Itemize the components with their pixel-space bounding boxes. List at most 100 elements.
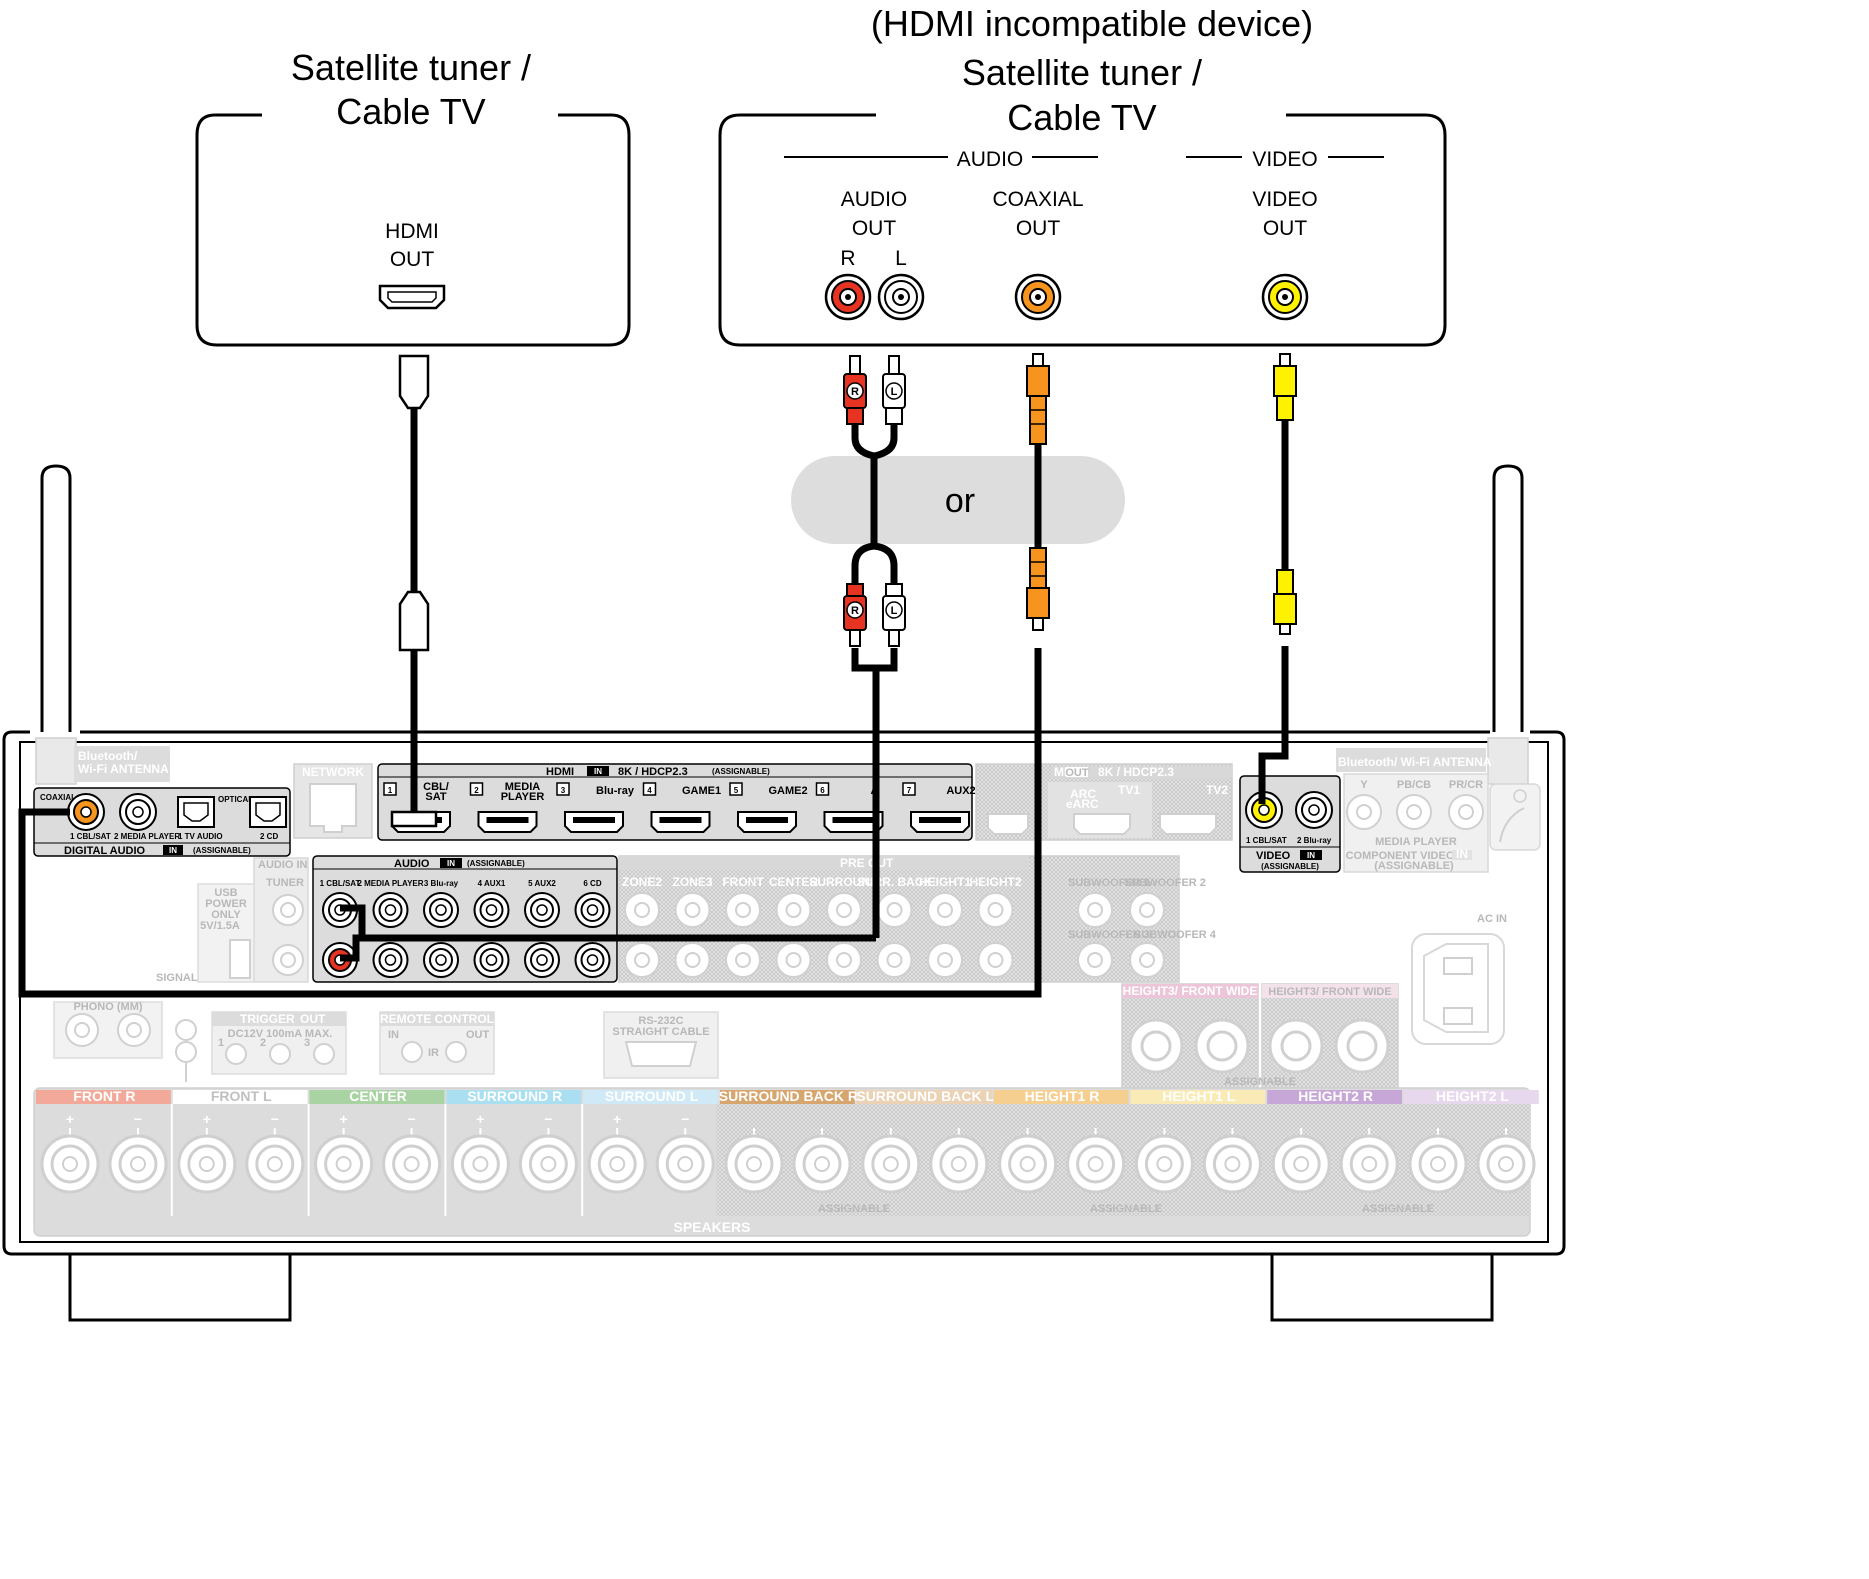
digital-port-1-label: 1 CBL/SAT [70,832,111,841]
coaxial-out-label-line2: OUT [1016,217,1061,240]
pre-out-jack-pin [937,952,953,968]
video-out-jack-icon [1261,273,1309,321]
analog-audio-jack-pin [485,904,498,916]
pre-out-jack-pin [886,952,903,968]
hdmi-in-port-name: PLAYER [501,791,545,803]
usb-label-2: POWER [205,898,247,910]
remote-control-title: REMOTE CONTROL [380,1012,494,1026]
speaker-terminal-pin [266,1156,283,1172]
subwoofer-jack-pin [1087,902,1103,918]
right-device-title-line1: Satellite tuner / [962,52,1202,93]
pre-out-jack-pin [836,952,852,968]
speaker-group-label: HEIGHT2 L [1436,1088,1510,1104]
speaker-terminal-pin [1087,1156,1104,1172]
minus-terminal-icon: − [134,1111,142,1127]
pre-out-label: FRONT [722,875,764,889]
digital-port-4-label: 2 CD [260,832,278,841]
top-plug-l-icon: L [882,355,906,425]
analog-audio-port-label: 3 Blu-ray [424,879,459,888]
rs232c-sub: STRAIGHT CABLE [612,1026,709,1038]
digital-audio-title: DIGITAL AUDIO [64,845,146,857]
minus-terminal-icon: − [271,1111,279,1127]
subwoofer-jack-pin [1139,902,1155,918]
pre-out-jack-pin [684,902,701,918]
speaker-terminal-pin [1224,1156,1241,1172]
speaker-group-label: FRONT L [211,1088,272,1104]
trigger-port-1: 1 [218,1037,224,1049]
video-in-port-2-label: 2 Blu-ray [1297,836,1332,845]
analog-audio-jack-pin [586,904,599,916]
usb-port-ghost: USB POWER ONLY 5V/1.5A [197,883,255,983]
tuner-audio-in-ghost: AUDIO IN TUNER [253,857,309,983]
bottom-plug-l-label: L [891,605,898,617]
pre-out-jack-pin [836,902,852,918]
digital-audio-in-badge: IN [169,846,177,855]
speaker-terminal-pin [540,1156,557,1172]
speaker-group-header [583,1090,718,1104]
remote-in-label: IN [388,1029,399,1041]
subwoofer-2-label: SUBWOOFER 2 [1124,877,1206,889]
speakers-panel: FRONT R+−FRONT L+−CENTER+−SURROUND R+−SU… [33,1087,1539,1237]
hdmi-in-port-name: MEDIA [505,781,541,793]
hdmi-out-panel: MI OUT 8K / HDCP2.3 ARC eARC TV1 TV2 [975,763,1233,841]
right-device: (HDMI incompatible device) Satellite tun… [718,3,1447,347]
speakers-title: SPEAKERS [673,1219,750,1235]
hdmi-in-port-num: 6 [820,786,825,795]
minus-terminal-icon: − [544,1111,552,1127]
component-pb-label: PB/CB [1397,779,1431,791]
plus-terminal-icon: + [476,1111,484,1127]
left-device: Satellite tuner / Cable TV HDMI OUT [195,47,631,347]
hdmi-in-port-num-box [729,782,743,796]
hdmi-out-spec: 8K / HDCP2.3 [1098,765,1174,779]
hdmi-in-port-num-box [902,782,916,796]
trigger-spec: DC12V 100mA MAX. [228,1028,333,1040]
pre-out-jack-pin [987,902,1004,918]
speaker-group-label: HEIGHT1 R [1025,1088,1100,1104]
speaker-assignable-label: ASSIGNABLE [1362,1203,1434,1215]
receiver-foot-left [60,1252,300,1322]
speaker-terminal-pin [950,1156,967,1172]
speaker-terminal-pin [1498,1156,1514,1172]
video-cable [1258,353,1297,804]
video-in-badge: IN [1307,851,1315,860]
pre-out-jack-pin [634,902,650,918]
hdmi-in-port-num-box [642,782,657,796]
analog-audio-jack-pin [485,954,498,966]
hdmi-in-jack-slot [486,817,529,823]
video-out-label-line1: VIDEO [1252,188,1317,211]
ac-in-ghost: AC IN [1411,913,1507,1045]
plus-terminal-icon: + [340,1111,348,1127]
audio-out-label-line2: OUT [852,217,897,240]
phono-ghost: PHONO (MM) [53,1001,197,1082]
pre-out-label: ZONE2 [622,875,662,889]
hdmi-out-title: MI [1054,765,1067,779]
analog-audio-jack-pin [536,904,548,916]
pre-out-label: ZONE3 [672,875,712,889]
or-bubble: or [791,456,1125,544]
pre-out-jack-pin [937,902,953,918]
hdmi-in-port-name: Blu-ray [596,785,635,797]
bt-antenna-right-label: Bluetooth/ Wi-Fi ANTENNA [1338,755,1492,769]
usb-label-1: USB [214,887,237,899]
coaxial-cable [18,353,1050,998]
hdmi-cable [390,354,438,828]
plus-terminal-icon: + [613,1111,621,1127]
hdmi-in-jack-slot [832,817,875,823]
subwoofer-3-label: SUBWOOFER 3 [1068,929,1150,941]
speaker-terminal-pin [1361,1156,1378,1172]
height3-front-wide-l-label: HEIGHT3/ FRONT WIDE [1268,986,1391,998]
speaker-terminal-pin [335,1156,352,1172]
pre-out-label: HEIGHT1 [919,875,971,889]
hdmi-in-port-name: GAME1 [682,785,721,797]
speaker-terminal-pin [62,1156,78,1172]
network-label: NETWORK [302,765,364,779]
hdmi-in-spec: 8K / HDCP2.3 [618,766,688,778]
bottom-plug-r-icon: R [843,583,867,647]
or-label: or [945,482,975,520]
analog-audio-jack-pin [435,954,447,966]
video-in-panel: 1 CBL/SAT 2 Blu-ray VIDEO IN (ASSIGNABLE… [1239,775,1341,873]
speaker-group-label: HEIGHT2 R [1298,1088,1373,1104]
digital-optical-label: OPTICAL [218,795,253,804]
